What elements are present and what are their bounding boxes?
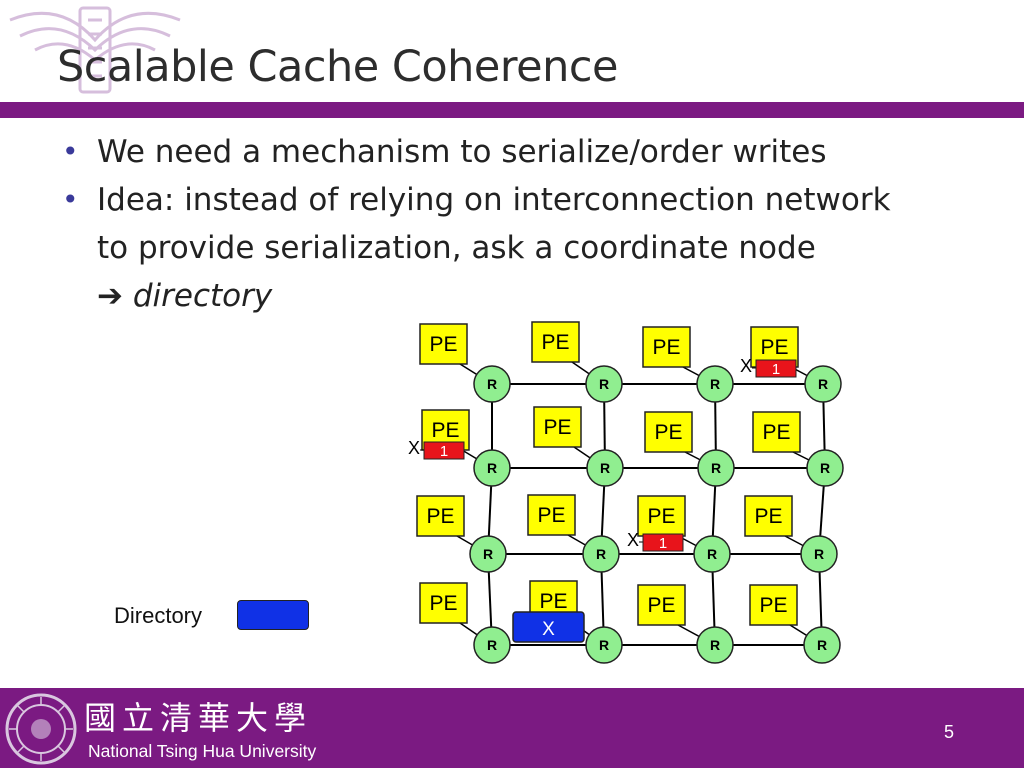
- legend-directory-label: Directory: [114, 603, 203, 628]
- pe-label: PE: [537, 504, 565, 527]
- router-node: [800, 535, 838, 573]
- pe-label: PE: [652, 336, 680, 359]
- cache-value: 1: [772, 361, 780, 378]
- pe-label: PE: [759, 594, 787, 617]
- pe-label: PE: [541, 331, 569, 354]
- routers: R R R R R R R R R R R R R R R R: [469, 365, 844, 664]
- bullet-text-continued: to provide serialization, ask a coordina…: [97, 230, 816, 266]
- bullet-dot-icon: •: [62, 183, 79, 216]
- page-number: 5: [944, 722, 955, 742]
- pe-label: PE: [760, 336, 788, 359]
- router-label: R: [707, 546, 717, 562]
- router-node: [473, 365, 511, 403]
- title-divider-bar: [0, 102, 1024, 118]
- processing-elements: PE PE PE PE PE PE PE PE PE PE PE PE PE PE PE PE: [416, 321, 801, 626]
- cache-line-box: [423, 441, 465, 460]
- pe-box: [531, 321, 580, 363]
- router-node: [473, 626, 511, 664]
- router-node: [585, 626, 623, 664]
- router-node: [696, 626, 734, 664]
- router-label: R: [596, 546, 606, 562]
- router-label: R: [710, 376, 720, 392]
- router-node: [806, 449, 844, 487]
- router-label: R: [487, 376, 497, 392]
- router-node: [696, 365, 734, 403]
- router-node: [473, 449, 511, 487]
- legend-directory-swatch: [237, 600, 309, 630]
- pe-label: PE: [429, 592, 457, 615]
- pe-box: [527, 494, 576, 536]
- router-label: R: [711, 460, 721, 476]
- pe-box: [644, 411, 693, 453]
- pe-label: PE: [647, 594, 675, 617]
- pe-label: PE: [762, 421, 790, 444]
- pe-box: [752, 411, 801, 453]
- cache-line-box: [642, 533, 684, 552]
- directory-keyword: directory: [132, 278, 273, 314]
- cache-value: 1: [659, 535, 667, 552]
- pe-label: PE: [654, 421, 682, 444]
- router-node: [697, 449, 735, 487]
- footer-bar: [0, 688, 1024, 768]
- pe-label: PE: [426, 505, 454, 528]
- cache-variable-label: X: [740, 356, 752, 376]
- pe-label: PE: [431, 419, 459, 442]
- router-label: R: [818, 376, 828, 392]
- router-label: R: [710, 637, 720, 653]
- router-label: R: [487, 460, 497, 476]
- pe-label: PE: [429, 333, 457, 356]
- pe-label: PE: [539, 590, 567, 613]
- router-node: [585, 365, 623, 403]
- directory-entry-label: X: [542, 619, 555, 640]
- router-label: R: [600, 460, 610, 476]
- pe-box: [744, 495, 793, 537]
- slide-title: Scalable Cache Coherence: [57, 42, 618, 92]
- router-node: [469, 535, 507, 573]
- pe-box: [419, 323, 468, 365]
- router-node: [582, 535, 620, 573]
- bullet-item: • Idea: instead of relying on interconne…: [60, 176, 960, 320]
- pe-box: [637, 495, 686, 537]
- university-seal-icon: [5, 693, 77, 765]
- pe-label: PE: [754, 505, 782, 528]
- pe-box: [637, 584, 686, 626]
- router-node: [804, 365, 842, 403]
- router-node: [693, 535, 731, 573]
- bullet-text: We need a mechanism to serialize/order w…: [97, 134, 827, 170]
- router-label: R: [820, 460, 830, 476]
- cache-value: 1: [440, 443, 448, 460]
- university-name-english: National Tsing Hua University: [88, 741, 317, 761]
- university-name-chinese: 國立清華大學: [84, 699, 313, 737]
- pe-label: PE: [647, 505, 675, 528]
- directory-entry-box: [512, 611, 585, 643]
- pe-box: [533, 406, 582, 448]
- university-logo-icon: [9, 6, 181, 94]
- right-arrow-icon: ➔: [97, 278, 123, 314]
- pe-box: [416, 495, 465, 537]
- arrow-line: ➔ directory: [97, 272, 960, 320]
- cache-line-box: [755, 359, 797, 378]
- pe-label: PE: [543, 416, 571, 439]
- bullet-item: • We need a mechanism to serialize/order…: [60, 128, 960, 176]
- bullet-list: • We need a mechanism to serialize/order…: [60, 128, 960, 320]
- router-label: R: [599, 637, 609, 653]
- cache-variable-label: X: [627, 530, 639, 550]
- router-label: R: [487, 637, 497, 653]
- pe-box: [749, 584, 798, 626]
- router-node: [803, 626, 841, 664]
- router-node: [586, 449, 624, 487]
- pe-box: [642, 326, 691, 368]
- cache-variable-label: X: [408, 438, 420, 458]
- router-label: R: [814, 546, 824, 562]
- bullet-dot-icon: •: [62, 135, 79, 168]
- router-label: R: [599, 376, 609, 392]
- bullet-text: Idea: instead of relying on interconnect…: [97, 182, 891, 218]
- router-label: R: [817, 637, 827, 653]
- pe-box: [419, 582, 468, 624]
- router-label: R: [483, 546, 493, 562]
